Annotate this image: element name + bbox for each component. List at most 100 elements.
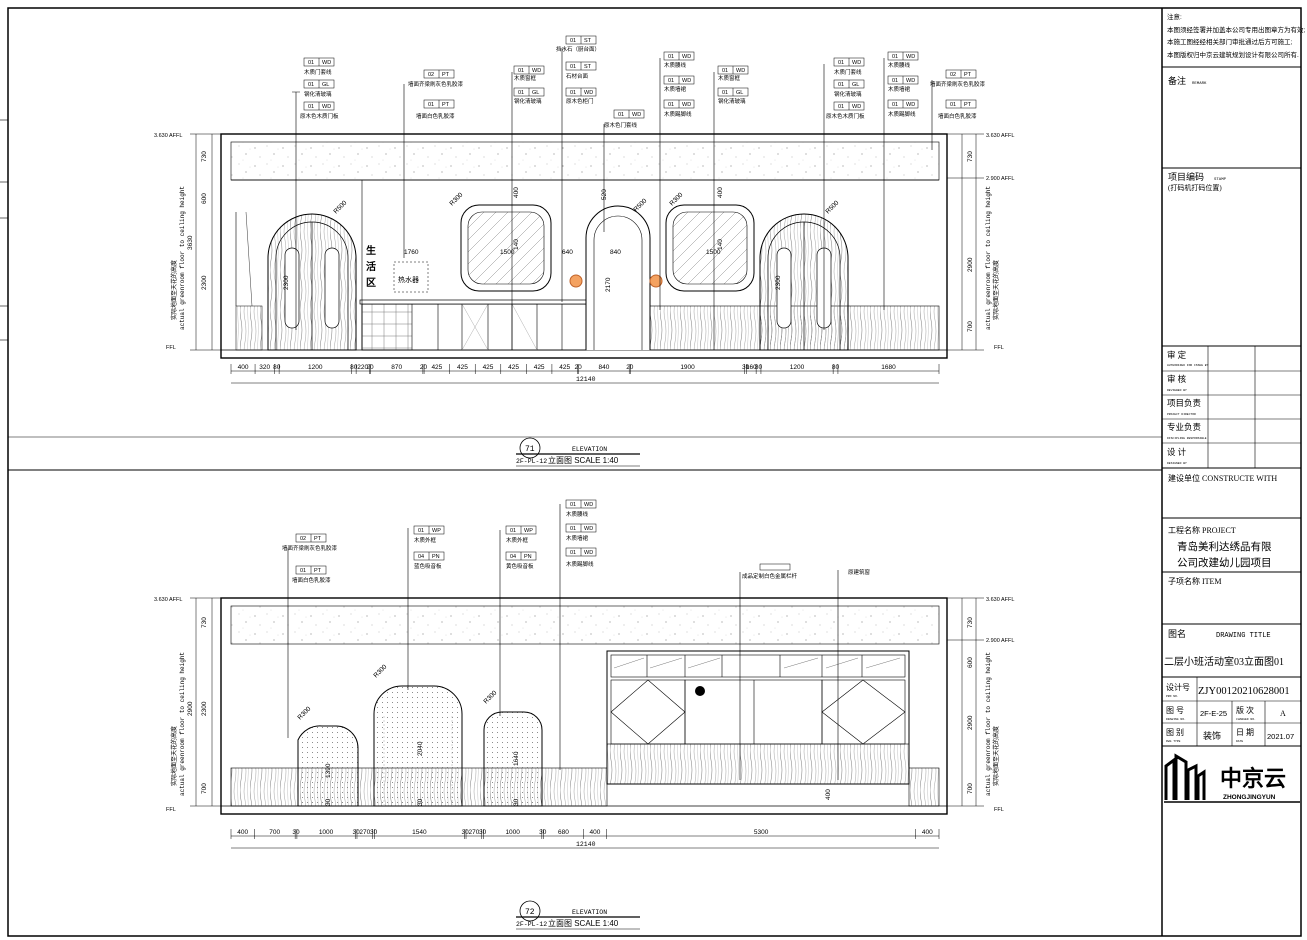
dimension-label: 80 xyxy=(273,364,281,371)
dimension-label: 425 xyxy=(508,364,519,371)
svg-text:640: 640 xyxy=(562,249,573,256)
svg-text:2.900 AFFL: 2.900 AFFL xyxy=(986,638,1014,644)
svg-text:01: 01 xyxy=(838,82,844,88)
svg-text:2.900 AFFL: 2.900 AFFL xyxy=(986,176,1014,182)
construction-unit: 建设单位 CONSTRUCTE WITH xyxy=(1168,473,1277,483)
svg-text:3.630 AFFL: 3.630 AFFL xyxy=(154,597,182,603)
dimension-label: 425 xyxy=(534,364,545,371)
dimension-label: 5300 xyxy=(754,829,769,836)
svg-text:木质门套线: 木质门套线 xyxy=(834,68,862,76)
svg-text:01: 01 xyxy=(518,68,524,74)
dimension-label: 220 xyxy=(357,364,368,371)
svg-text:PT: PT xyxy=(442,102,450,108)
svg-text:01: 01 xyxy=(892,102,898,108)
svg-text:DWG TYPE: DWG TYPE xyxy=(1166,740,1181,743)
svg-text:ST: ST xyxy=(584,38,592,44)
svg-text:WP: WP xyxy=(432,528,441,534)
svg-text:挡水石（厨台面）: 挡水石（厨台面） xyxy=(556,45,600,53)
svg-text:2900: 2900 xyxy=(967,257,974,272)
svg-text:原木色木质门板: 原木色木质门板 xyxy=(300,112,339,120)
svg-text:PT: PT xyxy=(314,536,322,542)
svg-text:01: 01 xyxy=(892,54,898,60)
svg-text:中京云: 中京云 xyxy=(1220,766,1286,791)
svg-text:钢化清玻璃: 钢化清玻璃 xyxy=(834,90,862,98)
svg-text:02: 02 xyxy=(428,72,434,78)
svg-text:木质外框: 木质外框 xyxy=(414,536,437,544)
svg-text:木质踢脚线: 木质踢脚线 xyxy=(664,110,692,118)
item-label: 子项名称 ITEM xyxy=(1168,576,1222,586)
dimension-label: 270 xyxy=(359,829,370,836)
svg-text:01: 01 xyxy=(518,90,524,96)
svg-text:图 别: 图 别 xyxy=(1166,728,1184,737)
svg-text:02: 02 xyxy=(300,536,306,542)
dimension-label: 1200 xyxy=(308,364,323,371)
title-e2: 72 ELEVATION 2F-PL-12 立面图 SCALE 1:40 xyxy=(516,900,640,930)
svg-text:木质墙裙: 木质墙裙 xyxy=(888,85,911,93)
svg-text:木质外框: 木质外框 xyxy=(506,536,529,544)
svg-text:01: 01 xyxy=(668,78,674,84)
side-text-e1: 实际地面至天花的高度 actual greenroom floor to cei… xyxy=(170,186,1000,330)
svg-text:01: 01 xyxy=(570,38,576,44)
svg-text:钢化清玻璃: 钢化清玻璃 xyxy=(718,97,746,105)
svg-text:2040: 2040 xyxy=(417,741,424,756)
side-dims-e2: 730 2300 2900 700 730 600 2900 700 xyxy=(187,617,974,794)
svg-text:WP: WP xyxy=(524,528,533,534)
dimension-label: 400 xyxy=(589,829,600,836)
project-label: 工程名称 PROJECT xyxy=(1168,525,1236,535)
svg-text:04: 04 xyxy=(510,554,516,560)
svg-text:01: 01 xyxy=(570,502,576,508)
total-dim-e1: 12140 xyxy=(576,376,596,383)
svg-text:ZHONGJINGYUN: ZHONGJINGYUN xyxy=(1223,794,1276,801)
svg-text:GL: GL xyxy=(532,90,539,96)
svg-text:30: 30 xyxy=(513,798,520,806)
dimension-label: 320 xyxy=(259,364,270,371)
svg-text:PT: PT xyxy=(964,102,972,108)
remark-label: 备注 xyxy=(1168,75,1186,86)
svg-text:WD: WD xyxy=(906,102,915,108)
svg-text:PT: PT xyxy=(442,72,450,78)
svg-text:ELEVATION: ELEVATION xyxy=(572,446,607,453)
dimension-label: 1680 xyxy=(881,364,896,371)
dimension-label: 400 xyxy=(237,829,248,836)
svg-text:520: 520 xyxy=(601,189,608,200)
svg-text:400: 400 xyxy=(717,187,724,198)
svg-text:01: 01 xyxy=(838,60,844,66)
svg-text:立面图 SCALE 1:40: 立面图 SCALE 1:40 xyxy=(548,455,619,465)
svg-text:WD: WD xyxy=(682,54,691,60)
svg-text:PRO NO.: PRO NO. xyxy=(1166,695,1179,698)
svg-text:木质腰线: 木质腰线 xyxy=(664,61,687,69)
svg-text:WD: WD xyxy=(322,60,331,66)
project-code-en: STAMP xyxy=(1214,178,1227,182)
svg-text:木质墙裙: 木质墙裙 xyxy=(664,85,687,93)
svg-text:actual greenroom floor to ceil: actual greenroom floor to ceiling height xyxy=(179,652,186,796)
svg-text:木质窗框: 木质窗框 xyxy=(718,74,741,82)
svg-text:PT: PT xyxy=(964,72,972,78)
svg-text:墙面齐梁刷灰色乳胶漆: 墙面齐梁刷灰色乳胶漆 xyxy=(408,80,464,88)
dimension-label: 870 xyxy=(391,364,402,371)
svg-text:WD: WD xyxy=(682,102,691,108)
dimension-label: 160 xyxy=(746,364,757,371)
dimension-label: 680 xyxy=(558,829,569,836)
svg-text:actual greenroom floor to ceil: actual greenroom floor to ceiling height xyxy=(179,186,186,330)
approval-table: 审 定 AUTHORIZED FOR ISSUE BY 审 核 REVIEWED… xyxy=(1162,346,1301,469)
svg-text:FFL: FFL xyxy=(166,345,176,351)
svg-text:审 定: 审 定 xyxy=(1167,350,1187,360)
dimension-label: 1540 xyxy=(412,829,427,836)
company-logo: 中京云 ZHONGJINGYUN xyxy=(1164,753,1300,803)
dimension-label: 30 xyxy=(352,829,360,836)
svg-text:2300: 2300 xyxy=(283,275,290,290)
svg-text:DESIGNED BY: DESIGNED BY xyxy=(1167,462,1187,465)
svg-text:WD: WD xyxy=(906,54,915,60)
svg-text:设计号: 设计号 xyxy=(1166,682,1190,692)
svg-text:审 核: 审 核 xyxy=(1167,374,1187,384)
